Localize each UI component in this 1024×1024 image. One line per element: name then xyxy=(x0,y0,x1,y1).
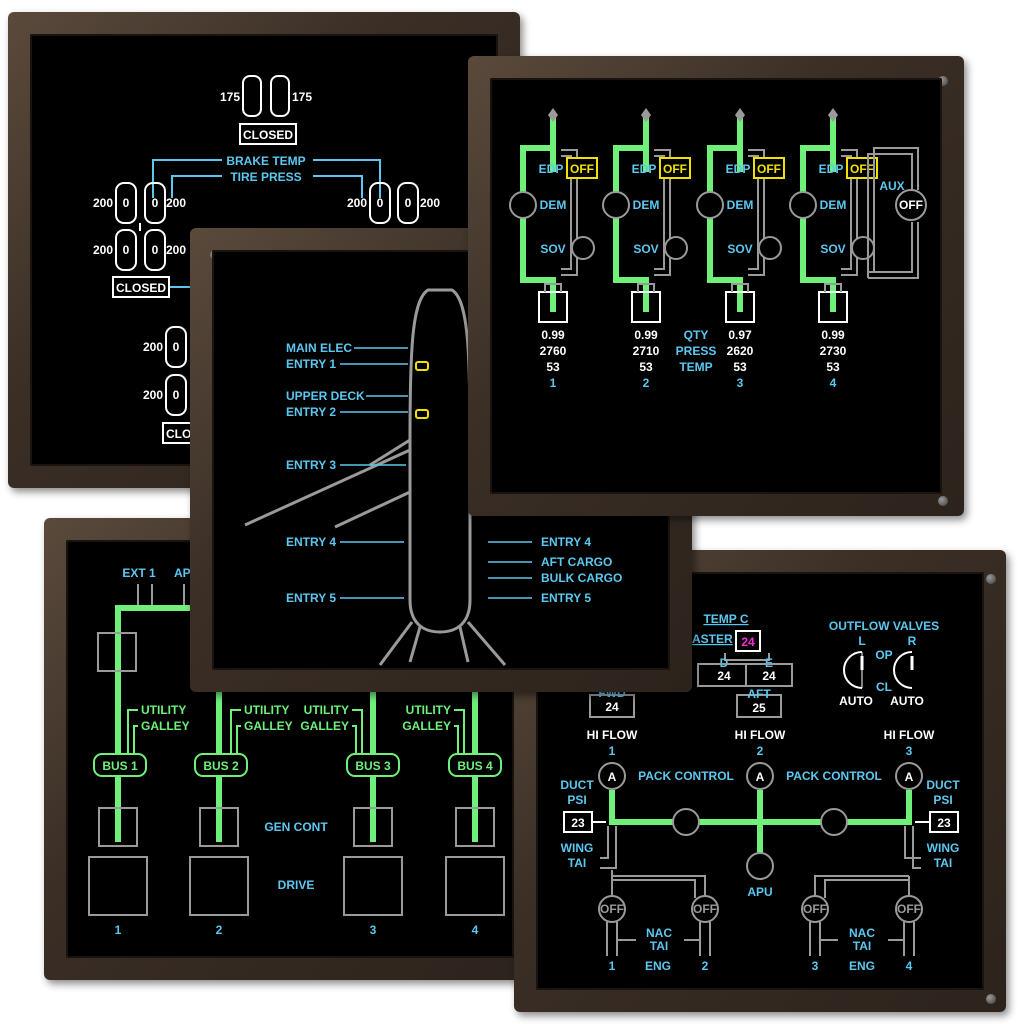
hyd-display xyxy=(490,78,942,494)
panel-screw xyxy=(986,994,996,1004)
panel-screw xyxy=(938,76,948,86)
panel-screw xyxy=(938,496,948,506)
panel-screw xyxy=(986,574,996,584)
hyd-synoptic-panel xyxy=(468,56,964,516)
